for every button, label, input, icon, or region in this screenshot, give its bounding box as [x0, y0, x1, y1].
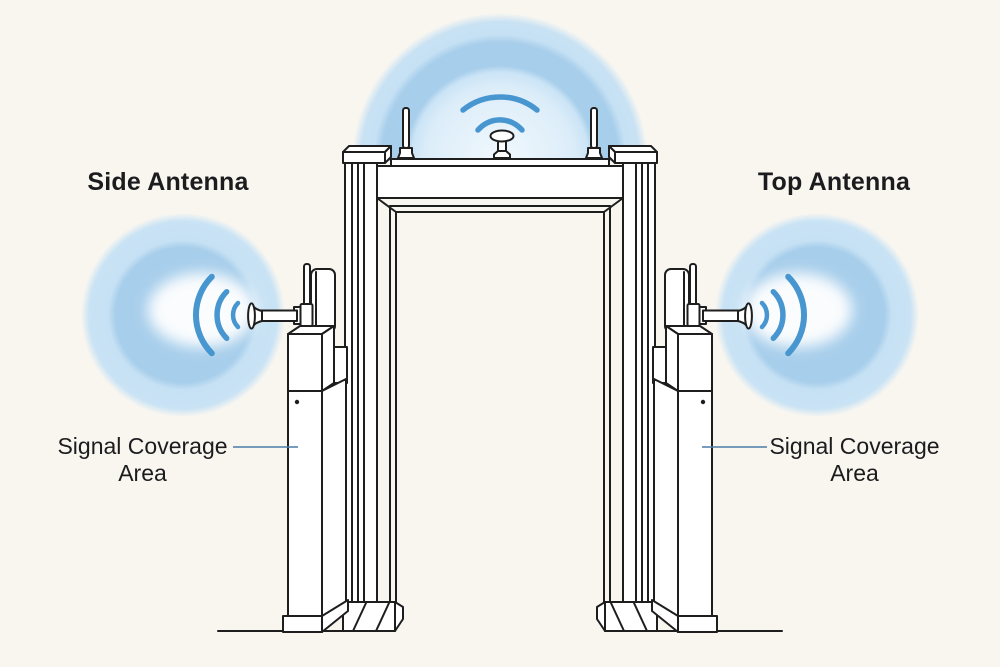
side-antenna-title: Side Antenna — [87, 168, 249, 196]
wifi-signal-arcs-icon — [192, 273, 241, 357]
pedestal-base — [282, 615, 323, 633]
pedestal-indicator-dot — [294, 399, 300, 405]
left-assembly — [81, 107, 415, 633]
signal-coverage-label-right-line1: Signal Coverage — [769, 433, 940, 459]
top-antenna-title: Top Antenna — [757, 168, 911, 196]
gate-header — [376, 129, 624, 213]
antenna-panel — [310, 268, 336, 333]
coverage-dome-icon — [352, 13, 648, 161]
signal-coverage-label-left-line1: Signal Coverage — [57, 433, 228, 459]
signal-coverage-label-right-line2: Area — [830, 460, 879, 486]
gate-header-beam — [376, 165, 624, 199]
horn-antenna-icon — [247, 302, 298, 330]
mushroom-antenna-icon — [489, 129, 515, 159]
wifi-signal-arcs-icon — [460, 94, 540, 133]
signal-coverage-label-left-line2: Area — [118, 460, 167, 486]
signal-coverage-label-right: Signal Coverage Area — [742, 433, 967, 487]
pedestal-bracket — [333, 346, 348, 384]
pedestal — [282, 325, 349, 633]
rod-antenna-icon — [397, 107, 415, 159]
gate-upright — [342, 145, 404, 632]
signal-coverage-label-left: Signal Coverage Area — [30, 433, 255, 487]
